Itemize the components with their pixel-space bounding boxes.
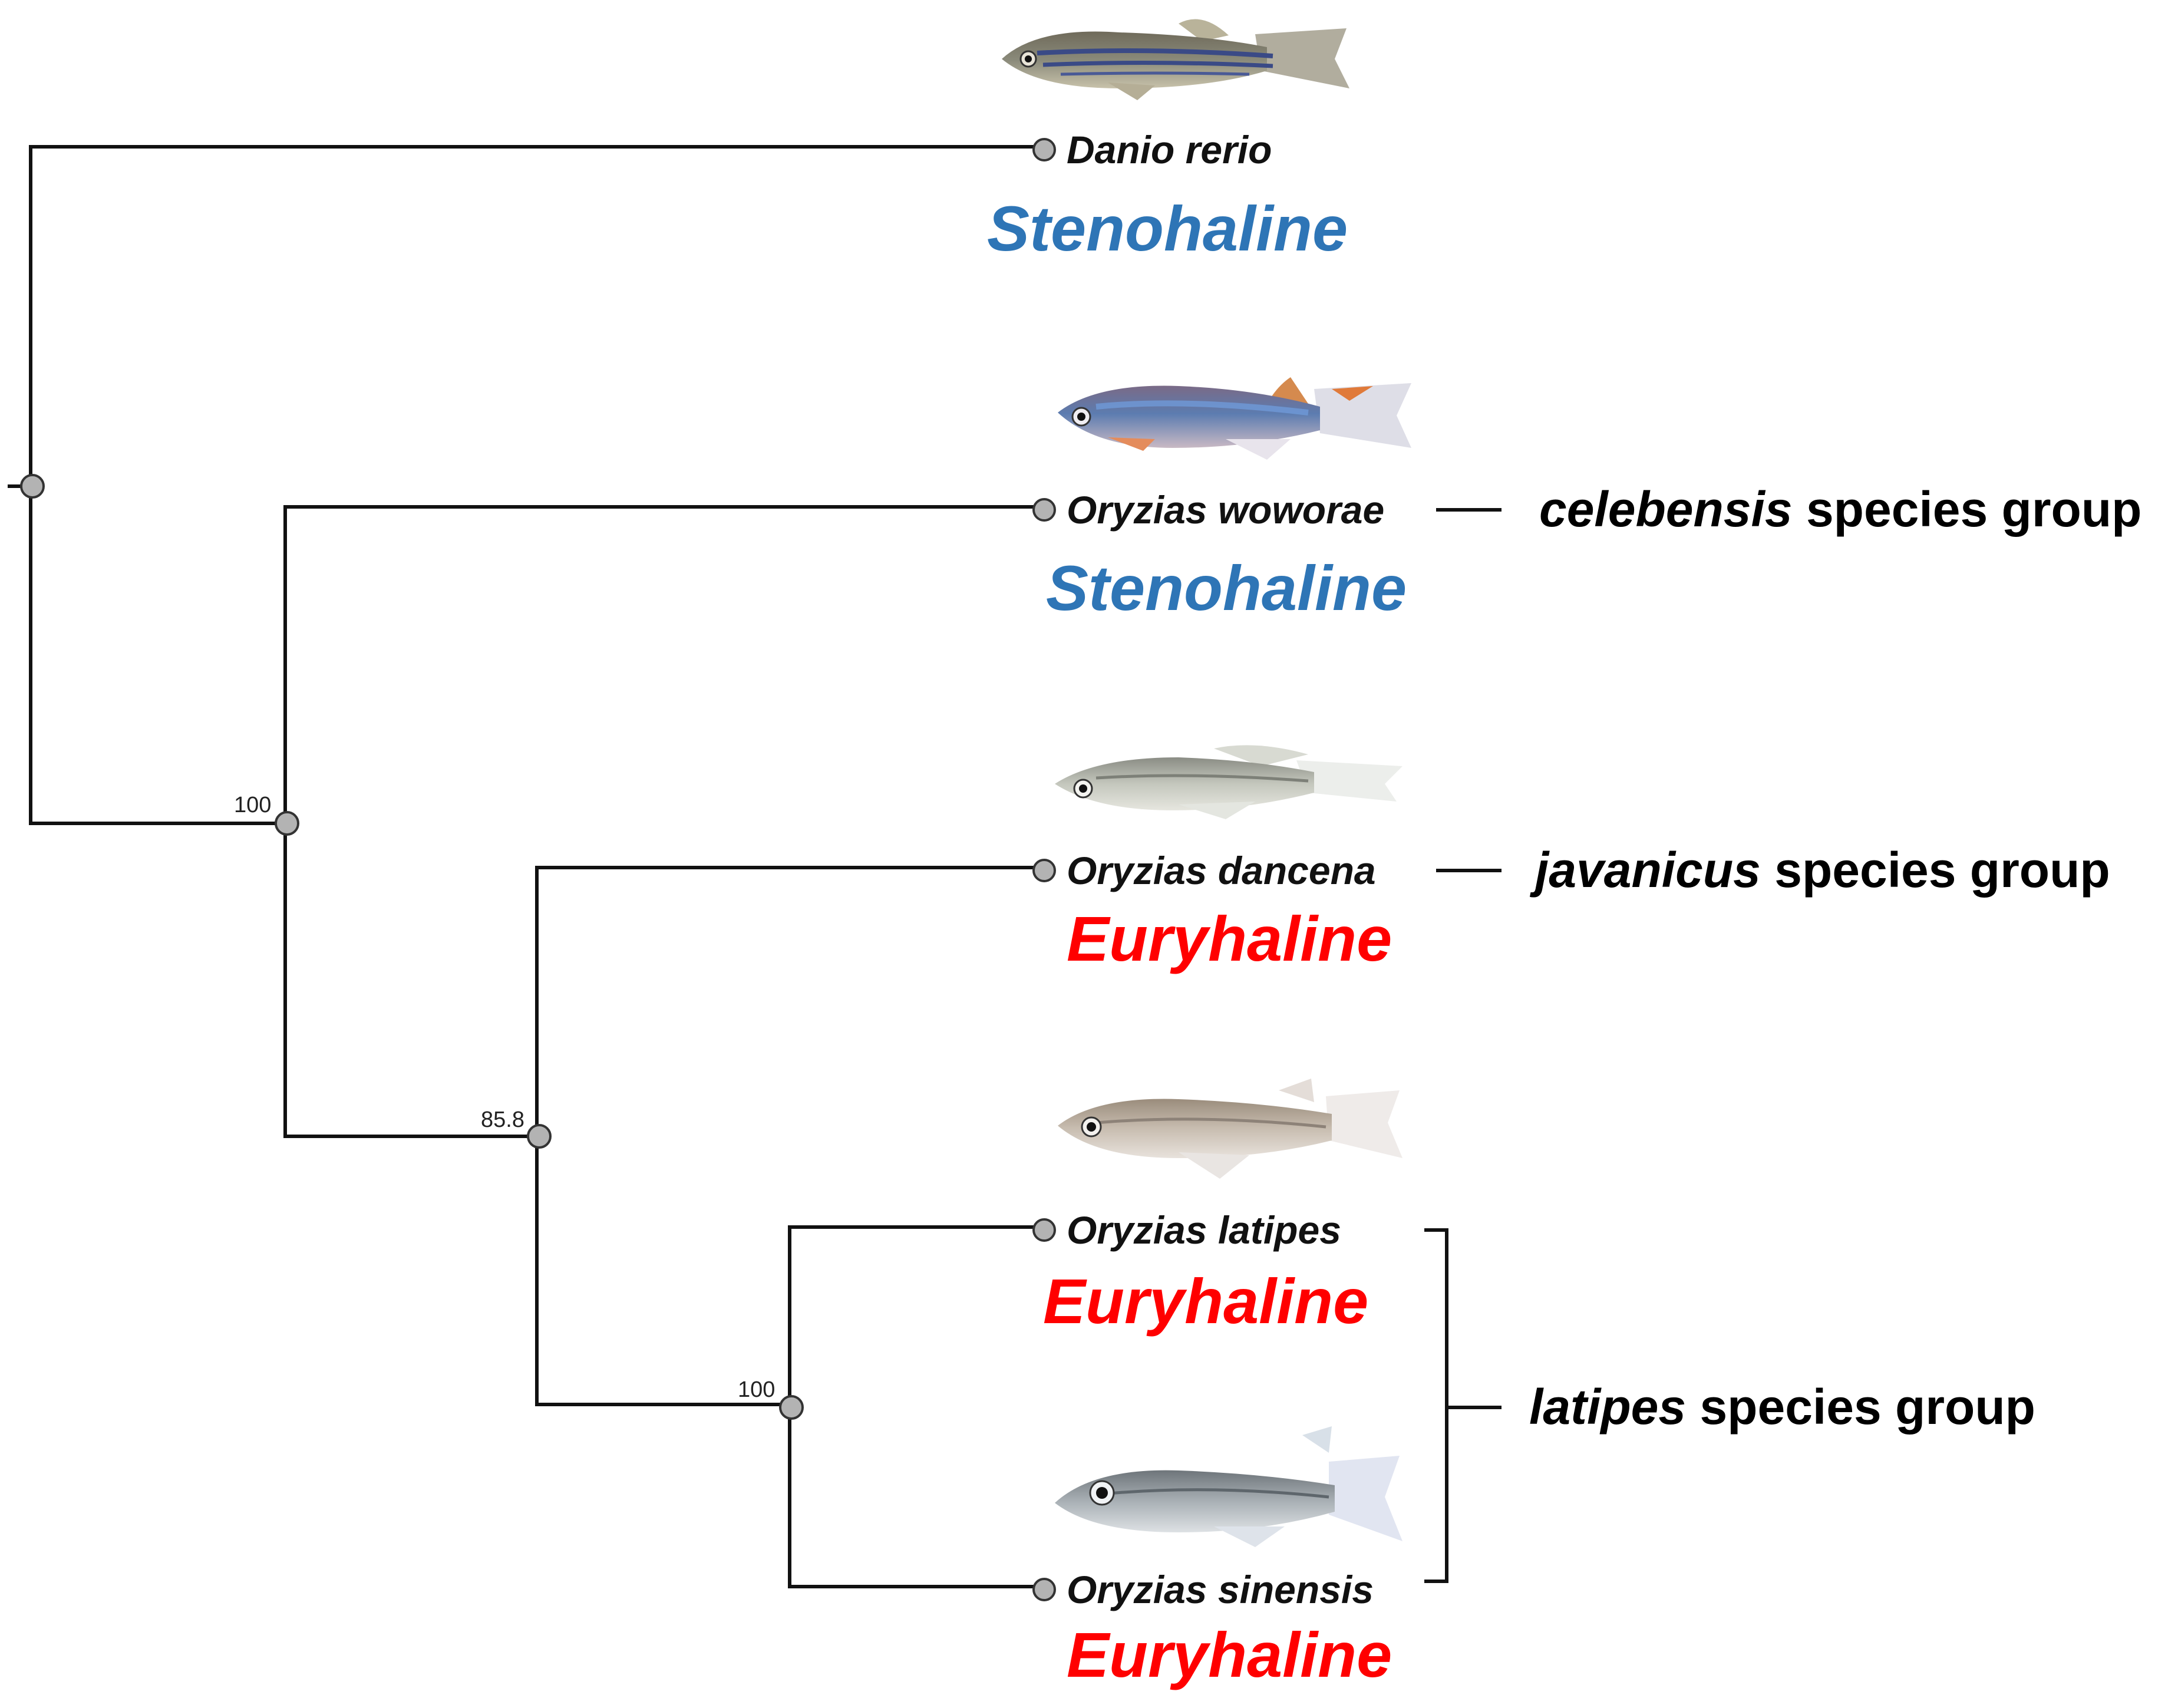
sinensis-fish-icon — [1055, 1426, 1402, 1547]
support-value-dancena-latipes-clade: 85.8 — [481, 1107, 524, 1132]
root-node — [20, 474, 45, 499]
species-group-label-latipes: latipes species group — [1529, 1379, 2035, 1435]
tip-node-oryzias-sinensis — [1032, 1578, 1056, 1601]
support-value-oryzias-clade: 100 — [234, 793, 271, 817]
taxon-label-oryzias-latipes: Oryzias latipes — [1067, 1208, 1341, 1252]
species-group-name-javanicus: javanicus — [1529, 842, 1761, 898]
species-group-name-latipes: latipes — [1529, 1379, 1686, 1435]
tip-node-oryzias-latipes — [1032, 1218, 1056, 1242]
dancena-fish-icon — [1055, 745, 1402, 819]
latipes-group-bracket — [1424, 1228, 1448, 1583]
oryzias-clade-node — [275, 811, 299, 836]
phylogenetic-tree — [8, 145, 1045, 1588]
zebrafish-icon — [1002, 19, 1349, 100]
habitat-label-oryzias-latipes: Euryhaline — [1043, 1265, 1368, 1337]
taxon-label-oryzias-woworae: Oryzias woworae — [1067, 488, 1384, 532]
species-group-name-celebensis: celebensis — [1539, 482, 1793, 537]
tip-node-oryzias-woworae — [1032, 498, 1056, 522]
species-group-label-celebensis: celebensis species group — [1539, 482, 2141, 537]
habitat-label-oryzias-dancena: Euryhaline — [1067, 903, 1392, 974]
latipes-sinensis-clade-node — [779, 1395, 804, 1420]
tip-node-danio-rerio — [1032, 138, 1056, 161]
species-group-label-javanicus: javanicus species group — [1529, 842, 2110, 898]
dancena-latipes-clade-node — [527, 1124, 552, 1149]
species-group-suffix-javanicus: species group — [1761, 842, 2110, 898]
habitat-label-oryzias-woworae: Stenohaline — [1046, 552, 1407, 624]
species-group-suffix-celebensis: species group — [1793, 482, 2142, 537]
taxon-label-danio-rerio: Danio rerio — [1067, 128, 1272, 172]
habitat-label-oryzias-sinensis: Euryhaline — [1067, 1619, 1392, 1690]
taxon-label-oryzias-sinensis: Oryzias sinensis — [1067, 1568, 1374, 1611]
species-group-suffix-latipes: species group — [1686, 1379, 2035, 1435]
support-value-latipes-sinensis-clade: 100 — [738, 1377, 775, 1402]
habitat-label-danio-rerio: Stenohaline — [987, 193, 1348, 264]
taxon-label-oryzias-dancena: Oryzias dancena — [1067, 849, 1376, 892]
tip-node-oryzias-dancena — [1032, 859, 1056, 882]
latipes-fish-icon — [1058, 1079, 1402, 1179]
woworae-fish-icon — [1058, 377, 1411, 460]
